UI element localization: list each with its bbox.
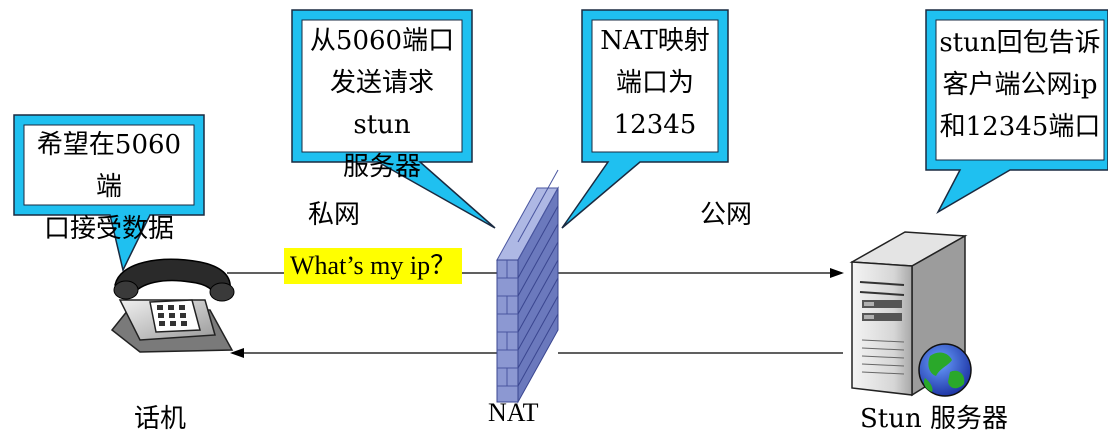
telephone-icon	[110, 258, 235, 353]
server-reply-callout	[925, 9, 1108, 214]
phone-callout	[13, 114, 205, 273]
nat-mapping-callout	[561, 9, 729, 229]
phone-label: 话机	[134, 404, 187, 434]
server-reply-callout-text: stun回包告诉 客户端公网ip 和12345端口	[939, 28, 1101, 142]
public-network-label: 公网	[700, 200, 753, 230]
send-request-callout	[291, 9, 496, 229]
send-request-callout-text: 从5060端口 发送请求stun 服务器	[309, 26, 455, 182]
nat-label: NAT	[488, 398, 539, 427]
nat-mapping-callout-text: NAT映射 端口为 12345	[600, 26, 710, 140]
query-highlight: What’s my ip？	[284, 248, 463, 284]
phone-callout-text: 希望在5060端 口接受数据	[36, 130, 182, 244]
firewall-icon	[496, 169, 559, 404]
private-network-label: 私网	[308, 200, 361, 230]
server-label: Stun 服务器	[860, 404, 1009, 434]
server-globe-icon	[849, 231, 972, 397]
